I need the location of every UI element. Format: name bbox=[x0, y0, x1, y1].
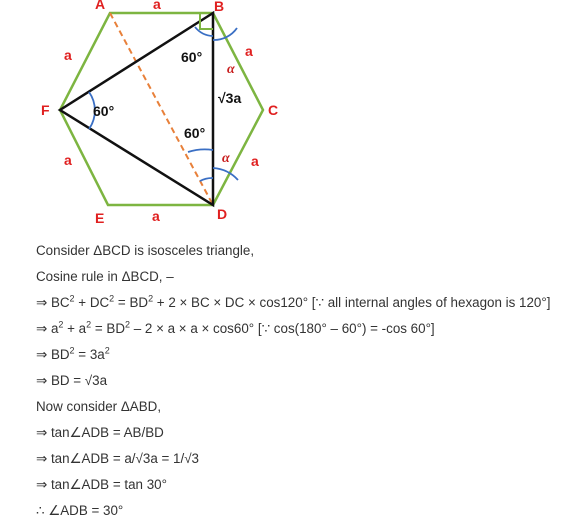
solution-line: ⇒ BD2 = 3a2 bbox=[36, 345, 556, 373]
superscript: 2 bbox=[86, 319, 92, 330]
angle-label-f-60: 60° bbox=[93, 103, 114, 119]
line-text: ⇒ tan∠ADB = tan 30° bbox=[36, 477, 167, 492]
side-label-fa: a bbox=[64, 47, 72, 63]
line-text: ⇒ BD bbox=[36, 347, 70, 362]
solution-line: Now consider ΔABD, bbox=[36, 399, 556, 425]
vertex-label-c: C bbox=[268, 102, 278, 118]
superscript: 2 bbox=[104, 345, 110, 356]
superscript: 2 bbox=[69, 293, 75, 304]
line-text: Cosine rule in ΔBCD, – bbox=[36, 269, 174, 284]
angle-arc-d-60 bbox=[187, 148, 214, 153]
vertex-label-b: B bbox=[214, 0, 224, 14]
angle-arc-d-inner bbox=[199, 177, 214, 182]
solution-line: Consider ΔBCD is isosceles triangle, bbox=[36, 243, 556, 269]
line-text: ⇒ tan∠ADB = AB/BD bbox=[36, 425, 164, 440]
solution-line: Cosine rule in ΔBCD, – bbox=[36, 269, 556, 295]
vertex-label-a: A bbox=[95, 0, 105, 12]
solution-line: ∴ ∠ADB = 30° bbox=[36, 503, 556, 529]
line-text: Consider ΔBCD is isosceles triangle, bbox=[36, 243, 255, 258]
right-angle-marker bbox=[199, 13, 213, 30]
line-text: Now consider ΔABD, bbox=[36, 399, 162, 414]
hexagon-outline bbox=[58, 11, 265, 207]
angle-arc-b-right bbox=[212, 27, 238, 41]
line-text: = BD bbox=[114, 295, 149, 310]
side-label-ef: a bbox=[64, 152, 72, 168]
superscript: 2 bbox=[69, 345, 75, 356]
angle-arc-f bbox=[88, 91, 96, 130]
line-text: ⇒ tan∠ADB = a/√3a = 1/√3 bbox=[36, 451, 199, 466]
line-text: ⇒ a bbox=[36, 321, 59, 336]
line-text: = BD bbox=[91, 321, 126, 336]
alpha-label-top: α bbox=[227, 62, 235, 77]
vertex-label-d: D bbox=[217, 206, 227, 222]
solution-line: ⇒ tan∠ADB = a/√3a = 1/√3 bbox=[36, 451, 556, 477]
vertex-label-f: F bbox=[41, 102, 50, 118]
bd-length-label: √3a bbox=[218, 90, 241, 106]
side-label-cd: a bbox=[251, 153, 259, 169]
angle-label-d-60: 60° bbox=[184, 125, 205, 141]
solution-line: ⇒ tan∠ADB = tan 30° bbox=[36, 477, 556, 503]
line-text: ⇒ BD = √3a bbox=[36, 373, 108, 388]
vertex-label-e: E bbox=[95, 210, 104, 226]
line-text: + a bbox=[63, 321, 87, 336]
angle-arc-b-left bbox=[194, 26, 214, 37]
solution-line: ⇒ tan∠ADB = AB/BD bbox=[36, 425, 556, 451]
line-text: + DC bbox=[74, 295, 110, 310]
diagonal-ad-dashed bbox=[109, 12, 214, 206]
hexagon-diagram: A B C D E F a a a a a a 60° 60° 60° α α … bbox=[41, 0, 278, 226]
line-text: ∴ ∠ADB = 30° bbox=[36, 503, 124, 518]
solution-line: ⇒ BC2 + DC2 = BD2 + 2 × BC × DC × cos120… bbox=[36, 293, 556, 321]
solution-line: ⇒ BD = √3a bbox=[36, 373, 556, 399]
solution-steps: Consider ΔBCD is isosceles triangle, Cosi… bbox=[36, 243, 556, 529]
solution-line: ⇒ a2 + a2 = BD2 – 2 × a × a × cos60° [∵ … bbox=[36, 319, 556, 347]
angle-label-b-60: 60° bbox=[181, 49, 202, 65]
side-label-bc: a bbox=[245, 43, 253, 59]
line-text: + 2 × BC × DC × cos120° [∵ all internal … bbox=[153, 295, 551, 310]
superscript: 2 bbox=[58, 319, 64, 330]
alpha-label-bottom: α bbox=[222, 151, 230, 166]
superscript: 2 bbox=[125, 319, 131, 330]
line-text: = 3a bbox=[74, 347, 105, 362]
angle-arc-d-alpha bbox=[212, 167, 239, 181]
line-text: ⇒ BC bbox=[36, 295, 70, 310]
side-label-de: a bbox=[152, 208, 160, 224]
line-text: – 2 × a × a × cos60° [∵ cos(180° – 60°) … bbox=[130, 321, 435, 336]
superscript: 2 bbox=[148, 293, 154, 304]
superscript: 2 bbox=[109, 293, 115, 304]
triangle-bfd bbox=[57, 10, 215, 208]
side-label-ab: a bbox=[153, 0, 161, 12]
